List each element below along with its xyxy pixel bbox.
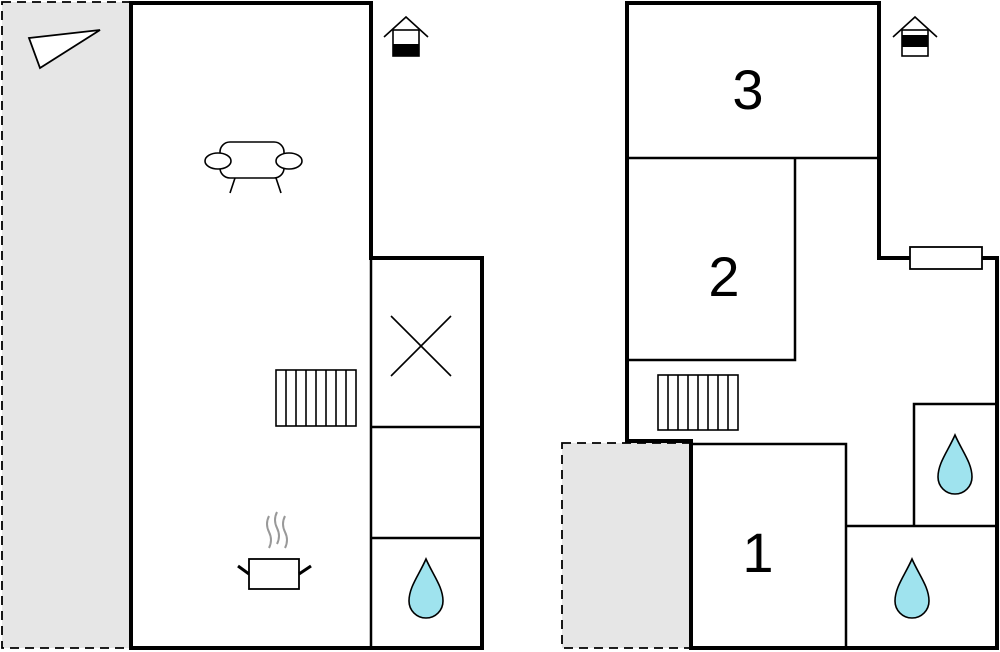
cooking-pot-icon	[237, 511, 312, 590]
window-icon	[909, 246, 983, 270]
house-ground-floor-icon	[383, 15, 429, 57]
room-number-1: 1	[742, 521, 773, 584]
house-upper-floor-icon	[892, 15, 938, 57]
water-drop-icon	[408, 557, 444, 619]
compass-icon	[27, 29, 101, 70]
water-drop-icon	[937, 433, 973, 495]
partition-wall	[912, 402, 997, 526]
water-drop-icon	[894, 557, 930, 619]
partition-wall	[627, 158, 797, 362]
balcony-area	[561, 442, 691, 649]
ground-floor-outer-wall	[129, 1, 484, 650]
sofa-icon	[204, 141, 303, 194]
room-number-3: 3	[732, 58, 763, 121]
ground-floor	[1, 1, 484, 650]
room-number-2: 2	[708, 245, 739, 308]
cross-icon	[390, 315, 452, 377]
upper-floor-outer-wall	[625, 1, 999, 650]
partition-wall	[691, 442, 848, 648]
upper-floor: 3 2 1	[561, 1, 999, 650]
stairs-icon	[275, 369, 357, 427]
stairs-icon	[657, 374, 739, 431]
terrace-area	[1, 1, 131, 649]
